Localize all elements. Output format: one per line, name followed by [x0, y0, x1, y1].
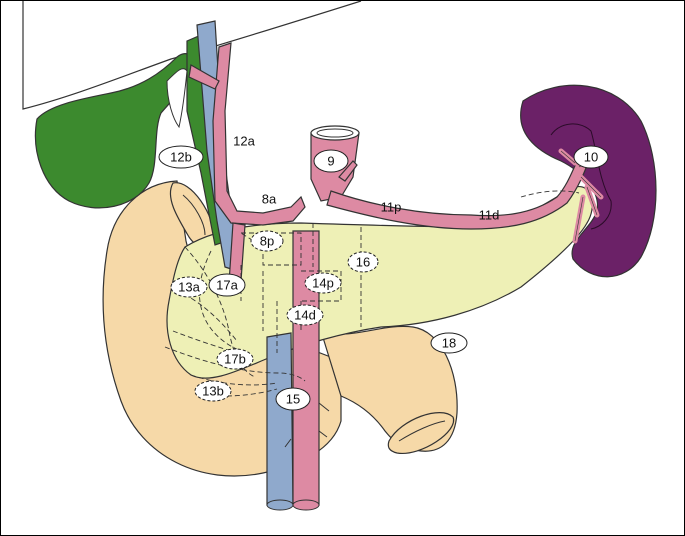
label-18-oval — [430, 332, 468, 354]
label-9-text: 9 — [327, 154, 334, 169]
label-8p: 8p — [250, 230, 284, 252]
label-13b-oval — [194, 380, 232, 402]
left-gastric-artery — [338, 160, 358, 182]
label-18-text: 18 — [442, 336, 456, 351]
label-17b-text: 17b — [224, 352, 246, 367]
label-15-oval — [275, 387, 311, 411]
label-10: 10 — [573, 145, 609, 169]
label-9-oval — [313, 149, 349, 173]
duodenum-opening-inner — [182, 194, 206, 236]
label-14p-text: 14p — [312, 276, 334, 291]
cystic-duct-gap — [166, 68, 188, 129]
label-9: 9 — [313, 149, 349, 173]
label-14d-text: 14d — [294, 308, 316, 323]
liver-outline — [22, 1, 362, 110]
label-11d: 11d — [479, 208, 500, 223]
label-17b: 17b — [216, 348, 254, 370]
label-10-text: 10 — [584, 150, 598, 165]
label-14d: 14d — [286, 304, 324, 326]
label-18: 18 — [430, 332, 468, 354]
left-gastric-artery-branch — [188, 64, 220, 90]
label-17a: 17a — [208, 273, 246, 297]
label-12a: 12a — [233, 134, 255, 149]
label-12a-text: 12a — [233, 134, 255, 149]
label-14p-oval — [304, 272, 342, 294]
label-8p-oval — [250, 230, 284, 252]
label-17b-oval — [216, 348, 254, 370]
station-labels: 12b 12a 9 8a 11p 11d 10 8p 16 14p 13a 17a 14d 18 17b 13… — [158, 134, 609, 411]
label-8a: 8a — [262, 192, 277, 207]
label-16-oval — [347, 251, 379, 273]
label-11d-text: 11d — [479, 208, 500, 223]
superior-mesenteric-artery — [292, 230, 320, 506]
label-14p: 14p — [304, 272, 342, 294]
label-13a-text: 13a — [178, 280, 200, 295]
sma-branches — [284, 402, 330, 448]
hepatic-artery — [212, 42, 306, 226]
label-13b: 13b — [194, 380, 232, 402]
superior-mesenteric-vein — [266, 332, 294, 506]
label-13b-text: 13b — [202, 384, 224, 399]
label-11p-text: 11p — [381, 200, 402, 215]
label-13a-oval — [170, 276, 208, 298]
label-16: 16 — [347, 251, 379, 273]
label-15: 15 — [275, 387, 311, 411]
jejunum-opening-inner — [398, 420, 446, 442]
label-12b: 12b — [158, 145, 204, 169]
label-13a: 13a — [170, 276, 208, 298]
label-8a-text: 8a — [262, 192, 277, 207]
smv-end — [266, 499, 294, 511]
aorta-opening-inner — [316, 128, 354, 138]
label-10-oval — [573, 145, 609, 169]
label-12b-oval — [158, 145, 204, 169]
label-16-text: 16 — [356, 255, 370, 270]
label-8p-text: 8p — [260, 234, 274, 249]
sma-end — [292, 499, 320, 511]
label-11p: 11p — [381, 200, 402, 215]
label-14d-oval — [286, 304, 324, 326]
label-17a-oval — [208, 273, 246, 297]
label-12b-text: 12b — [170, 150, 192, 165]
label-15-text: 15 — [286, 392, 300, 407]
label-17a-text: 17a — [216, 278, 238, 293]
